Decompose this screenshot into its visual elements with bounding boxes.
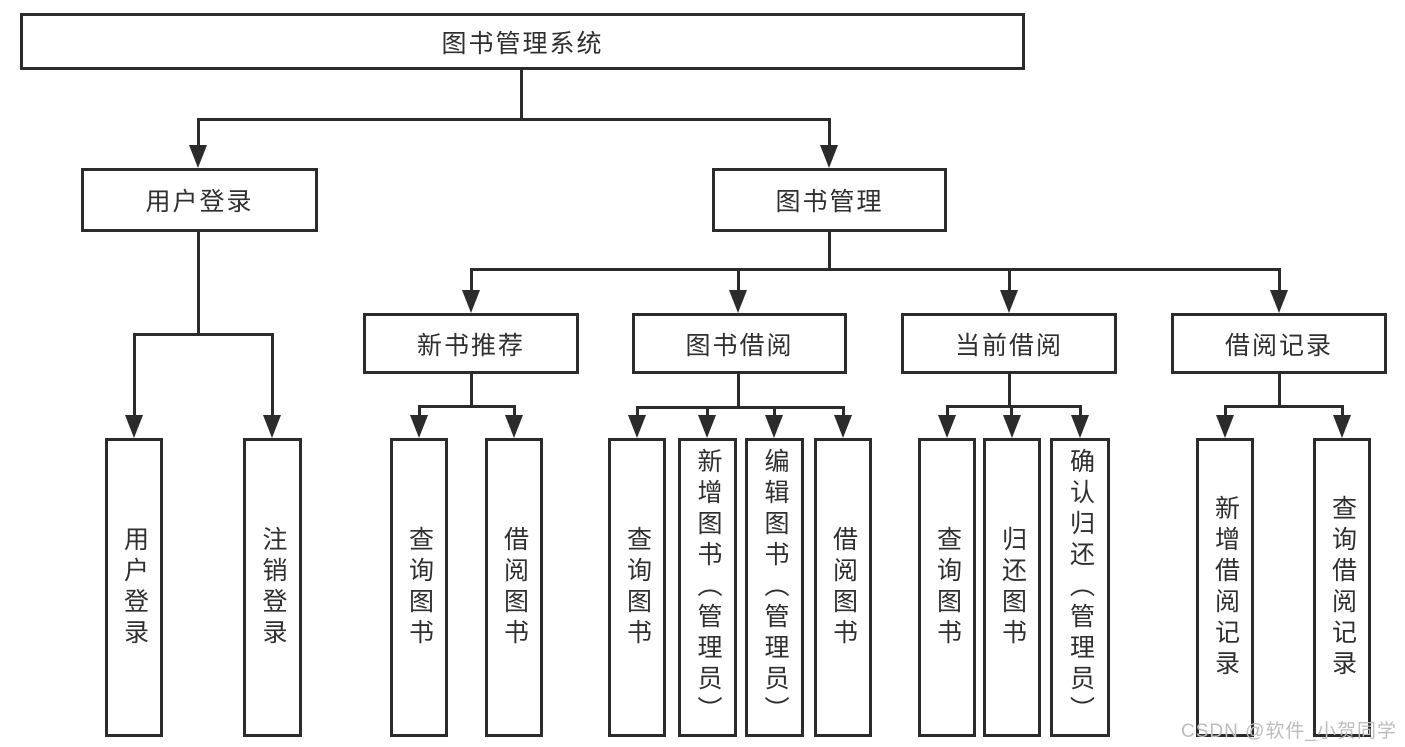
connector-book-management-rail	[470, 268, 1280, 271]
leaf-logout: 注销登录	[243, 438, 302, 737]
arrow-down-add-record	[1216, 415, 1234, 438]
arrow-down-borrow-records	[1270, 290, 1288, 313]
arrow-down-edit-book	[765, 415, 783, 438]
arrow-down-add-book	[698, 415, 716, 438]
connector-drop-add-book	[706, 406, 709, 418]
leaf-query-borrow-record: 查询借阅记录	[1313, 438, 1371, 737]
node-label: 查询借阅记录	[1328, 494, 1357, 681]
connector-new-book-rail	[418, 405, 516, 408]
connector-drop-new-book	[470, 268, 473, 293]
node-book-management: 图书管理	[712, 168, 947, 232]
connector-current-borrow-rail	[946, 405, 1082, 408]
leaf-add-book-admin: 新增图书（管理员）	[678, 438, 737, 737]
connector-drop-return-book	[1010, 405, 1013, 418]
arrow-down-query-record	[1333, 415, 1351, 438]
arrow-down-logout	[263, 415, 281, 438]
arrow-down-borrow-book-1	[505, 415, 523, 438]
arrow-down-query-book-1	[410, 415, 428, 438]
connector-drop-query-record	[1341, 405, 1344, 418]
leaf-borrow-book-2: 借阅图书	[814, 438, 872, 737]
leaf-query-book-3: 查询图书	[918, 438, 976, 737]
node-label: 借阅记录	[1224, 331, 1333, 360]
leaf-user-login: 用户登录	[105, 438, 163, 737]
connector-book-borrow-rail	[636, 406, 845, 409]
connector-root-rail	[197, 118, 831, 121]
arrow-down-confirm-return	[1071, 415, 1089, 438]
leaf-query-book-1: 查询图书	[390, 438, 448, 737]
arrow-down-return-book	[1003, 415, 1021, 438]
node-label: 新增图书（管理员）	[694, 448, 722, 727]
node-label: 查询图书	[405, 525, 434, 650]
leaf-return-book: 归还图书	[983, 438, 1041, 737]
connector-book-borrow-stem	[737, 374, 740, 408]
arrow-down-query-book-3	[938, 415, 956, 438]
node-user-login-group: 用户登录	[81, 168, 318, 232]
leaf-query-book-2: 查询图书	[608, 438, 666, 737]
node-label: 确认归还（管理员）	[1066, 448, 1095, 727]
connector-drop-borrow-book-2	[842, 406, 845, 418]
arrow-down-book-borrow	[729, 290, 747, 313]
node-label: 图书借阅	[685, 331, 794, 360]
arrow-down-user-login	[125, 415, 143, 438]
node-library-system: 图书管理系统	[20, 13, 1025, 70]
connector-drop-borrow-book-1	[513, 405, 516, 418]
node-label: 编辑图书（管理员）	[761, 448, 789, 727]
connector-new-book-stem	[470, 374, 473, 407]
node-label: 当前借阅	[954, 331, 1063, 360]
node-label: 用户登录	[120, 525, 149, 650]
node-label: 用户登录	[145, 188, 254, 216]
connector-drop-borrow-records	[1278, 268, 1281, 293]
connector-book-management-stem	[828, 232, 831, 270]
connector-drop-user-login	[133, 333, 136, 417]
arrow-down-current-borrow	[1000, 290, 1018, 313]
connector-drop-current-borrow	[1008, 268, 1011, 293]
leaf-add-borrow-record: 新增借阅记录	[1196, 438, 1254, 737]
connector-drop-book-management	[828, 118, 831, 148]
node-label: 归还图书	[998, 525, 1027, 650]
node-label: 借阅图书	[829, 525, 858, 650]
node-book-borrow: 图书借阅	[632, 313, 847, 374]
connector-drop-query-book-3	[946, 405, 949, 418]
connector-drop-add-record	[1224, 405, 1227, 418]
connector-drop-user-login-group	[197, 118, 200, 148]
arrow-down-user-login-group	[189, 145, 207, 168]
node-label: 查询图书	[623, 525, 652, 650]
leaf-edit-book-admin: 编辑图书（管理员）	[745, 438, 804, 737]
connector-user-login-stem	[197, 232, 200, 336]
node-label: 注销登录	[259, 525, 287, 650]
connector-drop-edit-book	[773, 406, 776, 418]
leaf-confirm-return-admin: 确认归还（管理员）	[1050, 438, 1110, 737]
connector-drop-query-book-1	[418, 405, 421, 418]
node-borrow-records: 借阅记录	[1171, 313, 1387, 374]
arrow-down-book-management	[820, 145, 838, 168]
arrow-down-query-book-2	[628, 415, 646, 438]
arrow-down-borrow-book-2	[834, 415, 852, 438]
connector-drop-logout	[271, 333, 274, 417]
watermark: CSDN @软件_小贺同学	[1181, 721, 1397, 742]
connector-current-borrow-stem	[1008, 374, 1011, 407]
leaf-borrow-book-1: 借阅图书	[485, 438, 543, 737]
node-label: 图书管理	[775, 188, 884, 216]
arrow-down-new-book	[462, 290, 480, 313]
node-label: 借阅图书	[500, 525, 529, 650]
node-label: 图书管理系统	[441, 29, 604, 58]
connector-borrow-records-rail	[1224, 405, 1344, 408]
node-current-borrow: 当前借阅	[901, 313, 1117, 374]
node-label: 新书推荐	[416, 331, 525, 360]
connector-user-login-rail	[133, 333, 274, 336]
connector-drop-confirm-return	[1079, 405, 1082, 418]
connector-borrow-records-stem	[1278, 374, 1281, 407]
node-label: 新增借阅记录	[1211, 494, 1240, 681]
node-new-book-recommend: 新书推荐	[363, 313, 579, 374]
node-label: 查询图书	[933, 525, 962, 650]
connector-root-stem	[520, 70, 523, 120]
connector-drop-book-borrow	[737, 268, 740, 293]
connector-drop-query-book-2	[636, 406, 639, 418]
